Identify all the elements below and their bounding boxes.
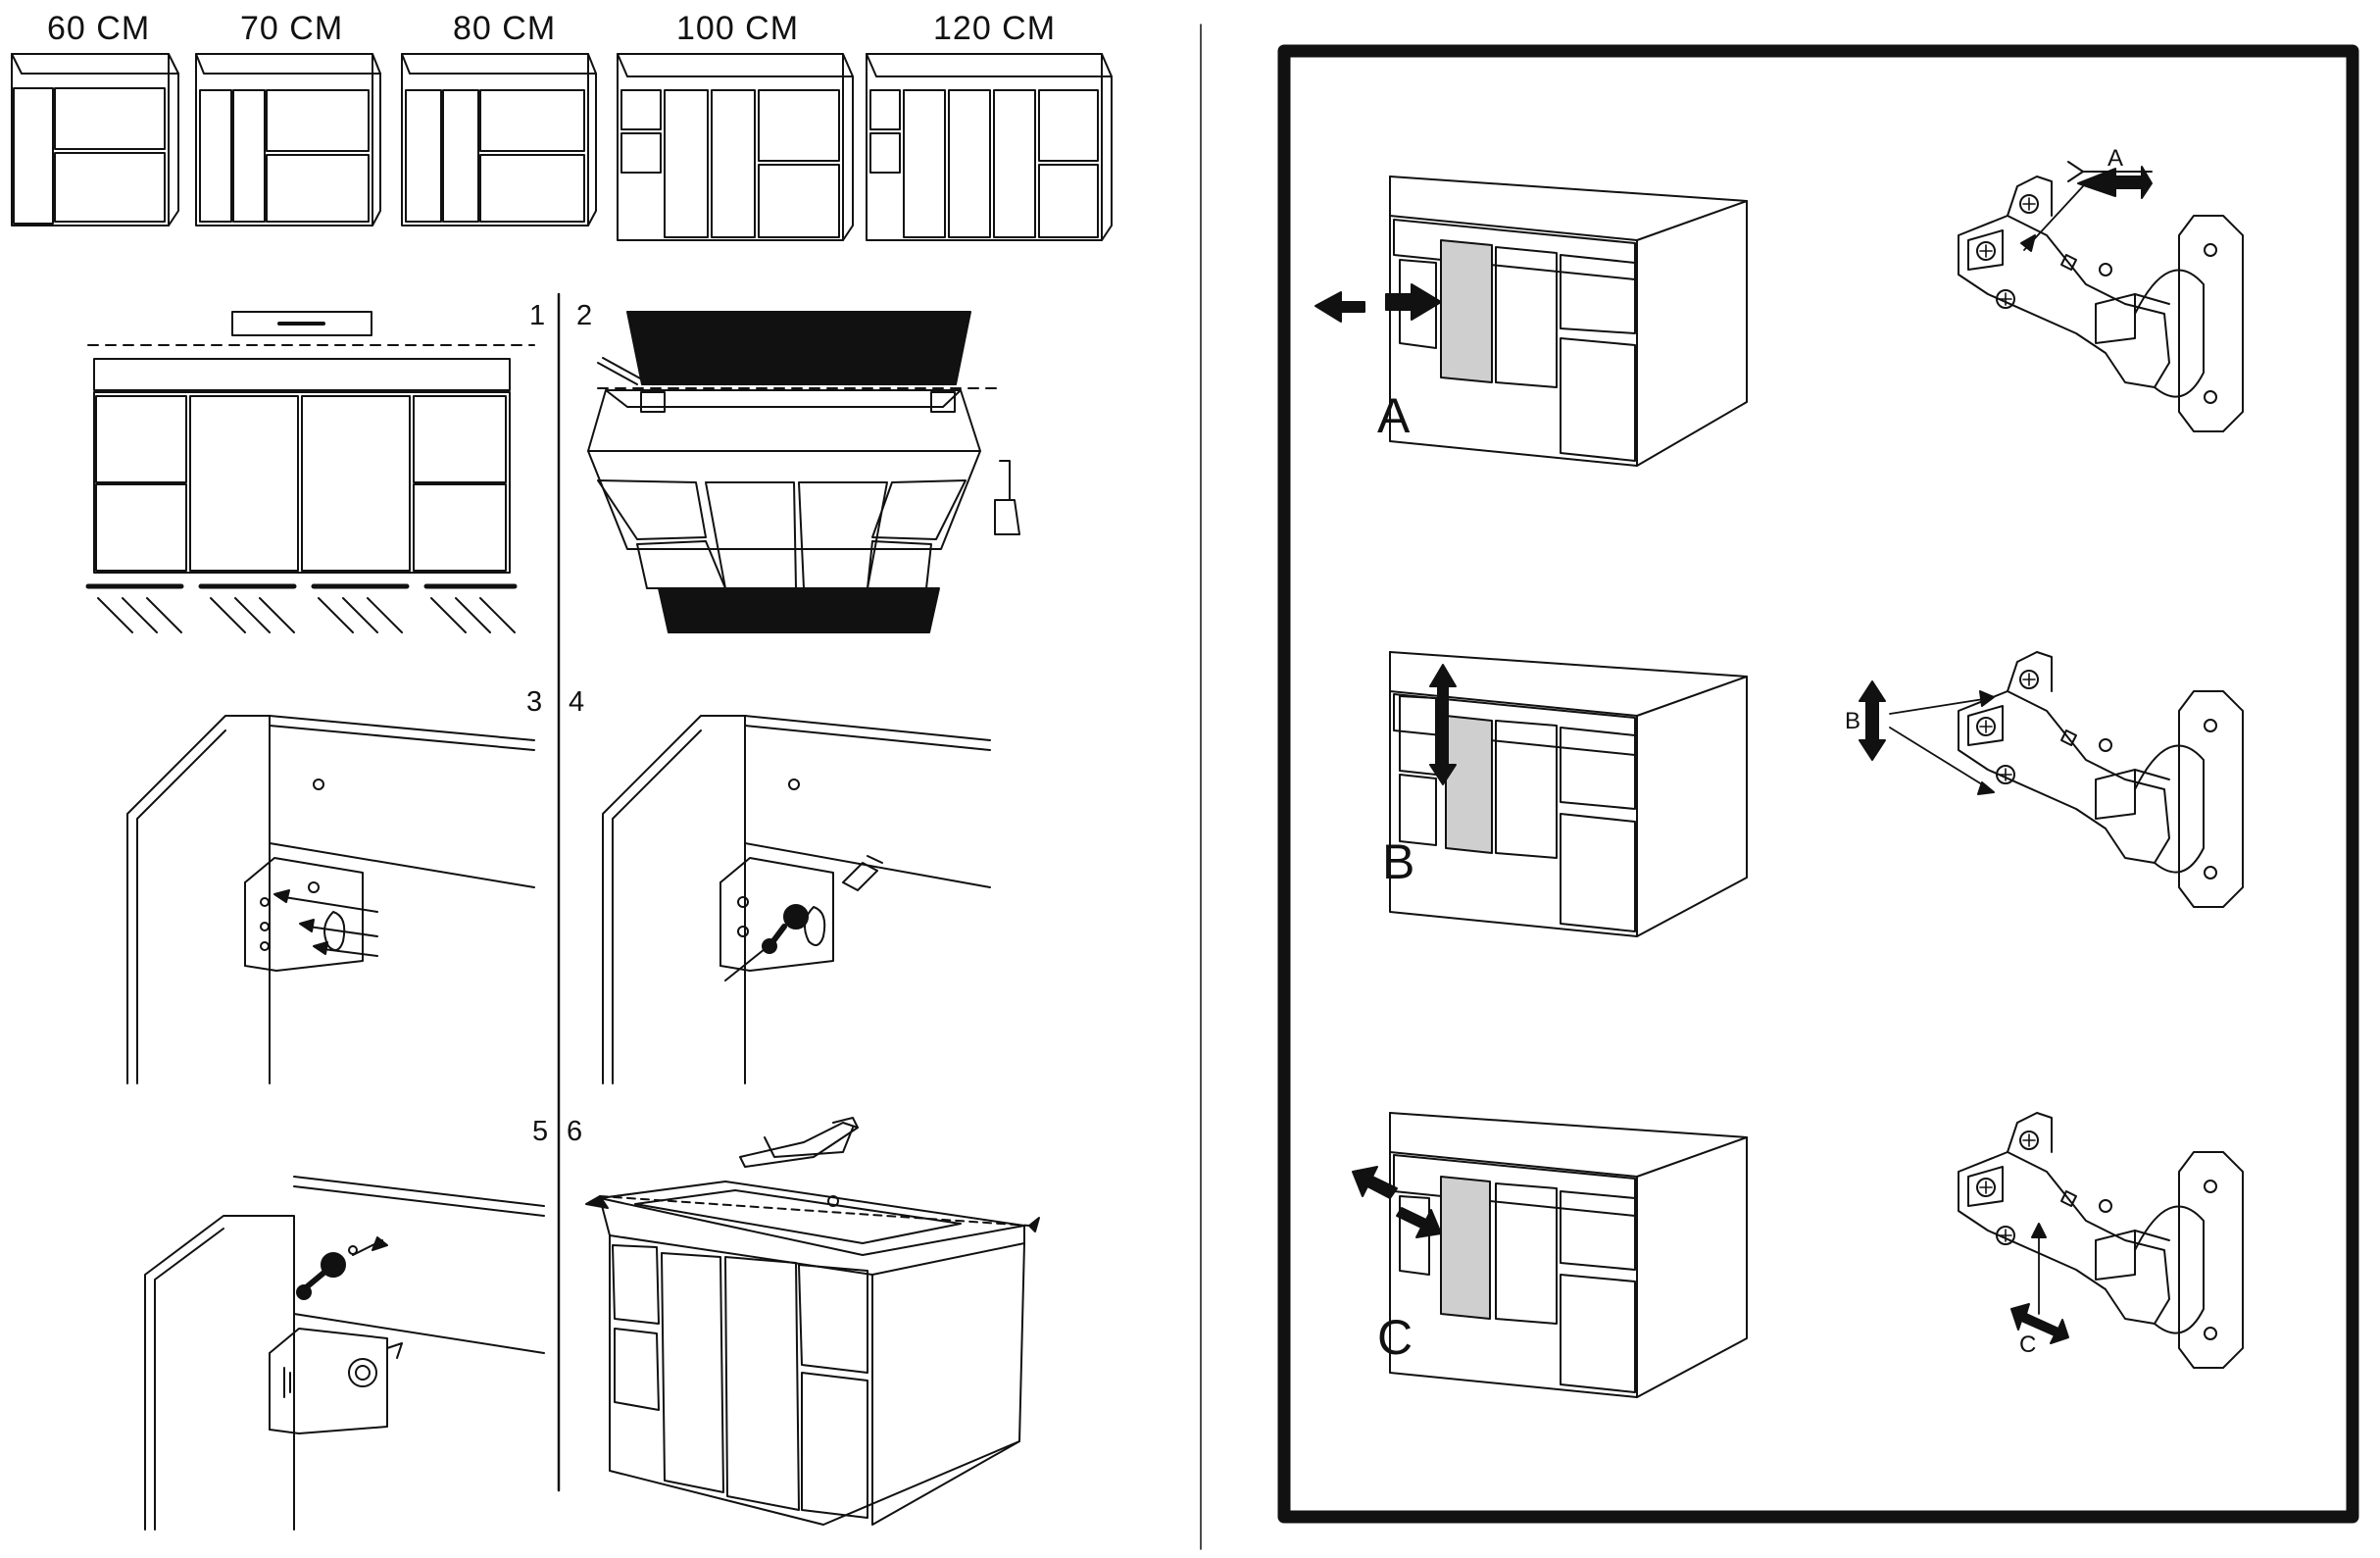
step-number-1: 1 [529,300,546,331]
size-label-70: 70 CM [240,10,344,47]
adjustment-frame [1277,44,2359,1524]
hinge-b [1958,651,2244,908]
step-number-2: 2 [576,300,593,331]
size-label-80: 80 CM [453,10,557,47]
step3-bracket-diagram [126,715,535,1084]
adjust-cabinet-a [1314,176,1748,467]
step-number-3: 3 [526,686,543,718]
step5-bracket-diagram [144,1176,545,1531]
adjust-cabinet-c [1352,1112,1748,1398]
hinge-c [1958,1112,2244,1369]
size-label-120: 120 CM [933,10,1057,47]
step-number-6: 6 [567,1116,583,1147]
adjust-cabinet-b [1389,651,1748,937]
adjust-label-b: B [1382,834,1415,889]
spirit-level [231,311,372,336]
hinge-label-b: B [1845,708,1861,734]
step4-bracket-diagram [602,715,991,1084]
step2-assembly-diagram [587,311,1020,633]
step1-level-diagram [85,311,535,633]
step-number-5: 5 [532,1116,549,1147]
step-number-4: 4 [569,686,585,718]
cabinet-80 [401,53,597,226]
hinge-label-a: A [2107,145,2124,172]
cabinet-100 [617,53,854,241]
hinge-a [1958,176,2244,432]
step6-sink-diagram [585,1117,1040,1526]
size-label-60: 60 CM [47,10,151,47]
hinge-label-c: C [2019,1332,2037,1358]
size-label-100: 100 CM [676,10,800,47]
cabinet-120 [866,53,1113,241]
cabinet-60 [11,53,179,226]
cabinet-70 [195,53,381,226]
adjust-label-a: A [1377,388,1411,443]
adjust-label-c: C [1377,1310,1413,1365]
